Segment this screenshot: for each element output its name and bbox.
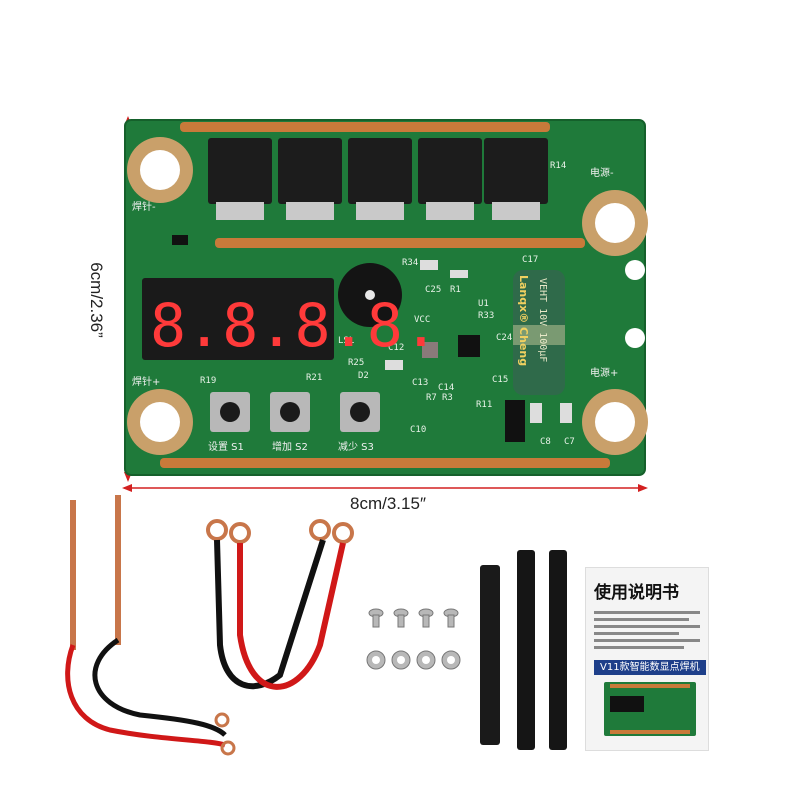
manual-board-photo [604,682,696,736]
pcb-board: R14 R34 C25 R1 C17 U1 R33 VCC LSL C12 C2… [124,119,648,476]
label-weld-plus: 焊针+ [132,375,160,388]
label-c24: C24 [496,333,512,343]
label-c13: C13 [412,378,428,388]
label-btn-dec: 减少 S3 [338,441,374,453]
label-r14: R14 [550,161,566,171]
label-r1: R1 [450,285,461,295]
mosfet-row [208,138,548,220]
label-c15: C15 [492,375,508,385]
label-r33: R33 [478,311,494,321]
label-r34: R34 [402,258,418,268]
label-c14: C14 [438,383,454,393]
label-power-plus: 电源+ [590,366,618,379]
mounting-pads [127,137,648,455]
label-power-minus: 电源- [590,166,614,179]
screws-and-nuts [366,608,461,670]
label-c10: C10 [410,425,426,435]
label-r19: R19 [200,376,216,386]
manual-text-lines [594,611,700,649]
label-r11: R11 [476,400,492,410]
capacitor-text: VEHT 10V 100µF [537,278,548,362]
label-btn-set: 设置 S1 [208,441,244,453]
label-r21: R21 [306,373,322,383]
label-c7: C7 [564,437,575,447]
label-lsl: LSL [338,336,354,346]
label-r25: R25 [348,358,364,368]
label-c25: C25 [425,285,441,295]
label-c8: C8 [540,437,551,447]
label-u1: U1 [478,299,489,309]
user-manual: 使用说明书 V11款智能数显点焊机 [585,567,709,751]
label-c12: C12 [388,343,404,353]
label-btn-inc: 增加 S2 [272,440,308,453]
buttons-group [210,392,380,432]
welding-pens [65,495,236,756]
capacitor-brand: Lanqx® Cheng [517,275,530,366]
label-d2: D2 [358,371,369,381]
label-r3: R3 [442,393,453,403]
label-weld-minus: 焊针- [132,200,156,213]
power-cables [206,519,354,690]
label-r7: R7 [426,393,437,403]
height-dimension-label: 6cm/2.36” [87,262,106,338]
heat-shrink-tubes [480,550,567,750]
display-digits: 8.8.8.8. [150,291,439,361]
seven-segment-display [142,278,334,360]
manual-subtitle: V11款智能数显点焊机 [594,660,706,675]
label-vcc: VCC [414,315,430,325]
label-c17: C17 [522,255,538,265]
width-dimension-label: 8cm/3.15″ [350,494,426,513]
manual-title: 使用说明书 [594,583,679,603]
